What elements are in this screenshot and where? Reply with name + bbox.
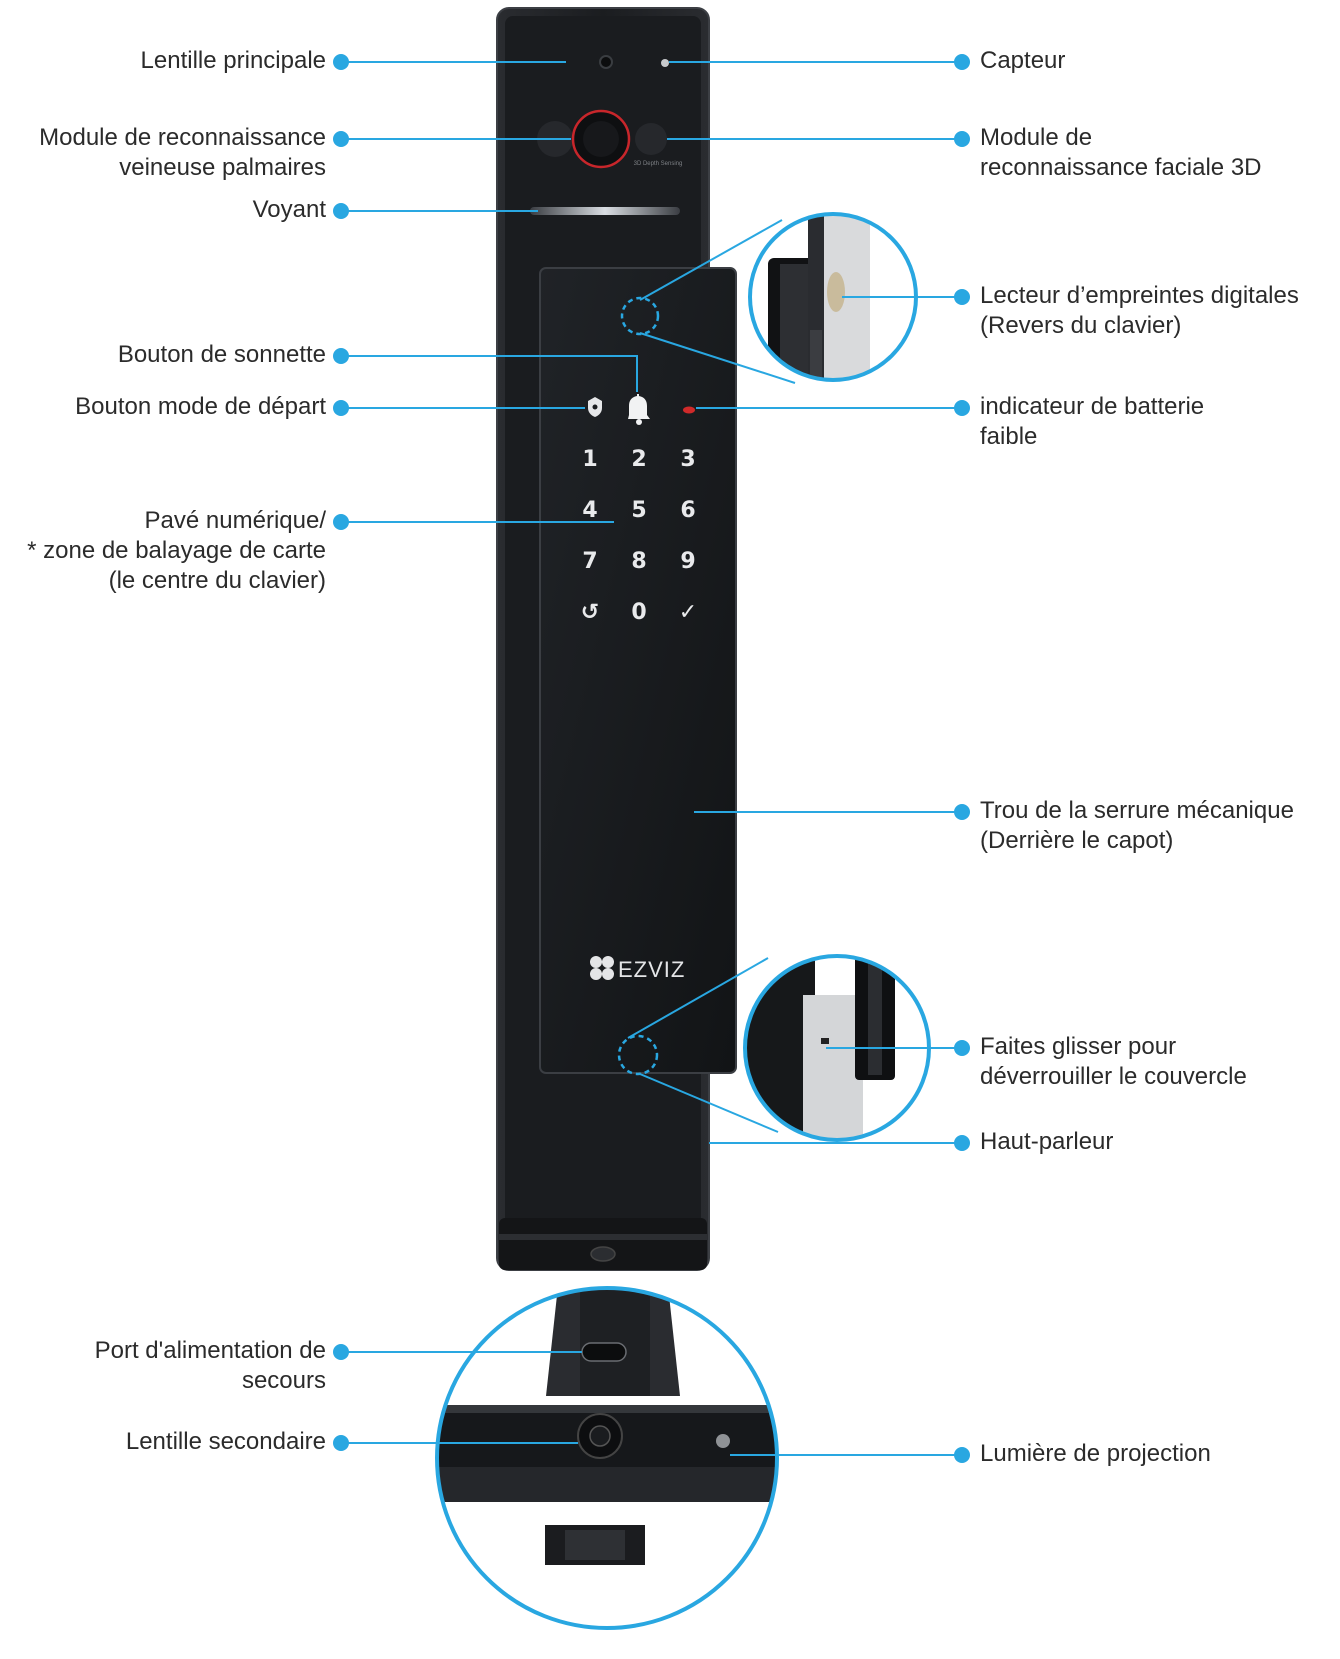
label-low-battery-line2: faible [980,423,1038,450]
label-secondary-lens-text: Lentille secondaire [125,1428,326,1455]
label-secondary-lens: Lentille secondaire [126,1427,326,1457]
keypad-key-8: 8 [631,549,646,574]
label-sensor: Capteur [980,46,1065,76]
label-projection-light-text: Lumière de projection [980,1440,1211,1467]
keypad-key-11: 0 [631,600,646,625]
callout-secondary-lens [333,1435,578,1451]
label-palm-module-line2: veineuse palmaires [119,154,326,181]
label-main-lens-text: Lentille principale [140,47,326,74]
label-away-mode-text: Bouton mode de départ [75,393,326,420]
label-face-module: Module de reconnaissance faciale 3D [980,123,1262,183]
callout-low-battery [696,400,970,416]
label-backup-power-line2: secours [241,1367,326,1394]
keypad-key-12: ✓ [679,600,697,625]
callout-indicator [333,203,538,219]
low-battery-dot [683,406,695,414]
label-slide-unlock-line2: déverrouiller le couvercle [980,1063,1247,1090]
label-key-hole-line1: Trou de la serrure mécanique [980,797,1294,824]
face-recognition-module: 3D Depth Sensing [634,123,683,167]
label-doorbell: Bouton de sonnette [118,340,326,370]
callout-sensor [669,54,970,70]
label-slide-unlock: Faites glisser pour déverrouiller le cou… [980,1032,1247,1092]
away-mode-icon [588,397,602,417]
label-indicator-text: Voyant [252,196,326,223]
doorbell-bell-icon [628,394,650,425]
label-palm-module-line1: Module de reconnaissance [39,124,326,151]
keypad-key-7: 7 [582,549,597,574]
keypad-keys: 1 2 3 4 5 6 7 8 9 ↺ 0 ✓ [581,447,697,625]
keypad-key-9: 9 [680,549,695,574]
brand-logo-text: EZVIZ [618,957,685,982]
callout-doorbell [333,348,638,392]
label-away-mode: Bouton mode de départ [75,392,326,422]
callout-slide-unlock [826,1040,970,1056]
label-keypad: Pavé numérique/ * zone de balayage de ca… [27,506,326,596]
label-keypad-line3: (le centre du clavier) [108,567,326,594]
label-key-hole: Trou de la serrure mécanique (Derrière l… [980,796,1294,856]
keypad-key-6: 6 [680,498,695,523]
callout-away-mode [333,400,585,416]
keypad-key-3: 3 [680,447,695,472]
callout-projection-light [730,1447,970,1463]
label-palm-module: Module de reconnaissance veineuse palmai… [39,123,326,183]
label-speaker-text: Haut-parleur [980,1128,1114,1155]
label-face-module-line1: Module de [980,124,1093,151]
label-key-hole-line2: (Derrière le capot) [980,827,1174,854]
callout-face-module [667,131,970,147]
callout-keypad [333,514,614,530]
callout-main-lens [333,54,566,70]
label-fingerprint-line2: (Revers du clavier) [980,312,1182,339]
label-slide-unlock-line1: Faites glisser pour [980,1033,1177,1060]
label-backup-power-line1: Port d'alimentation de [94,1337,326,1364]
label-backup-power: Port d'alimentation de secours [95,1336,326,1396]
keypad-key-5: 5 [631,498,646,523]
keypad-key-1: 1 [582,447,597,472]
keypad-key-4: 4 [582,498,597,523]
label-sensor-text: Capteur [980,47,1066,74]
label-fingerprint: Lecteur d’empreintes digitales (Revers d… [980,281,1299,341]
label-indicator: Voyant [253,195,326,225]
slide-unlock-zone-marker [617,1034,659,1076]
keypad-panel: EZVIZ [539,267,737,1076]
label-speaker: Haut-parleur [980,1127,1113,1157]
label-keypad-line2: * zone de balayage de carte [27,537,326,564]
main-lens [599,55,613,69]
keypad-key-2: 2 [631,447,646,472]
bottom-zoom [435,1286,779,1630]
label-low-battery: indicateur de batterie faible [980,392,1204,452]
label-projection-light: Lumière de projection [980,1439,1211,1469]
label-doorbell-text: Bouton de sonnette [117,341,326,368]
palm-vein-module [537,109,631,169]
label-keypad-line1: Pavé numérique/ [144,507,326,534]
keypad-key-10: ↺ [581,600,599,625]
callout-backup-power [333,1344,582,1360]
callout-key-hole [694,804,970,820]
callout-fingerprint [842,289,970,305]
callout-speaker [709,1135,970,1151]
fingerprint-zoom [639,212,918,384]
label-face-module-line2: reconnaissance faciale 3D [980,154,1262,181]
ezviz-logo: EZVIZ [590,956,685,982]
label-main-lens: Lentille principale [141,46,326,76]
face-module-print: 3D Depth Sensing [634,161,683,167]
label-fingerprint-line1: Lecteur d’empreintes digitales [980,282,1299,309]
indicator-led [530,207,680,215]
callout-palm-module [333,131,571,147]
label-low-battery-line1: indicateur de batterie [980,393,1205,420]
sensor [661,59,669,67]
